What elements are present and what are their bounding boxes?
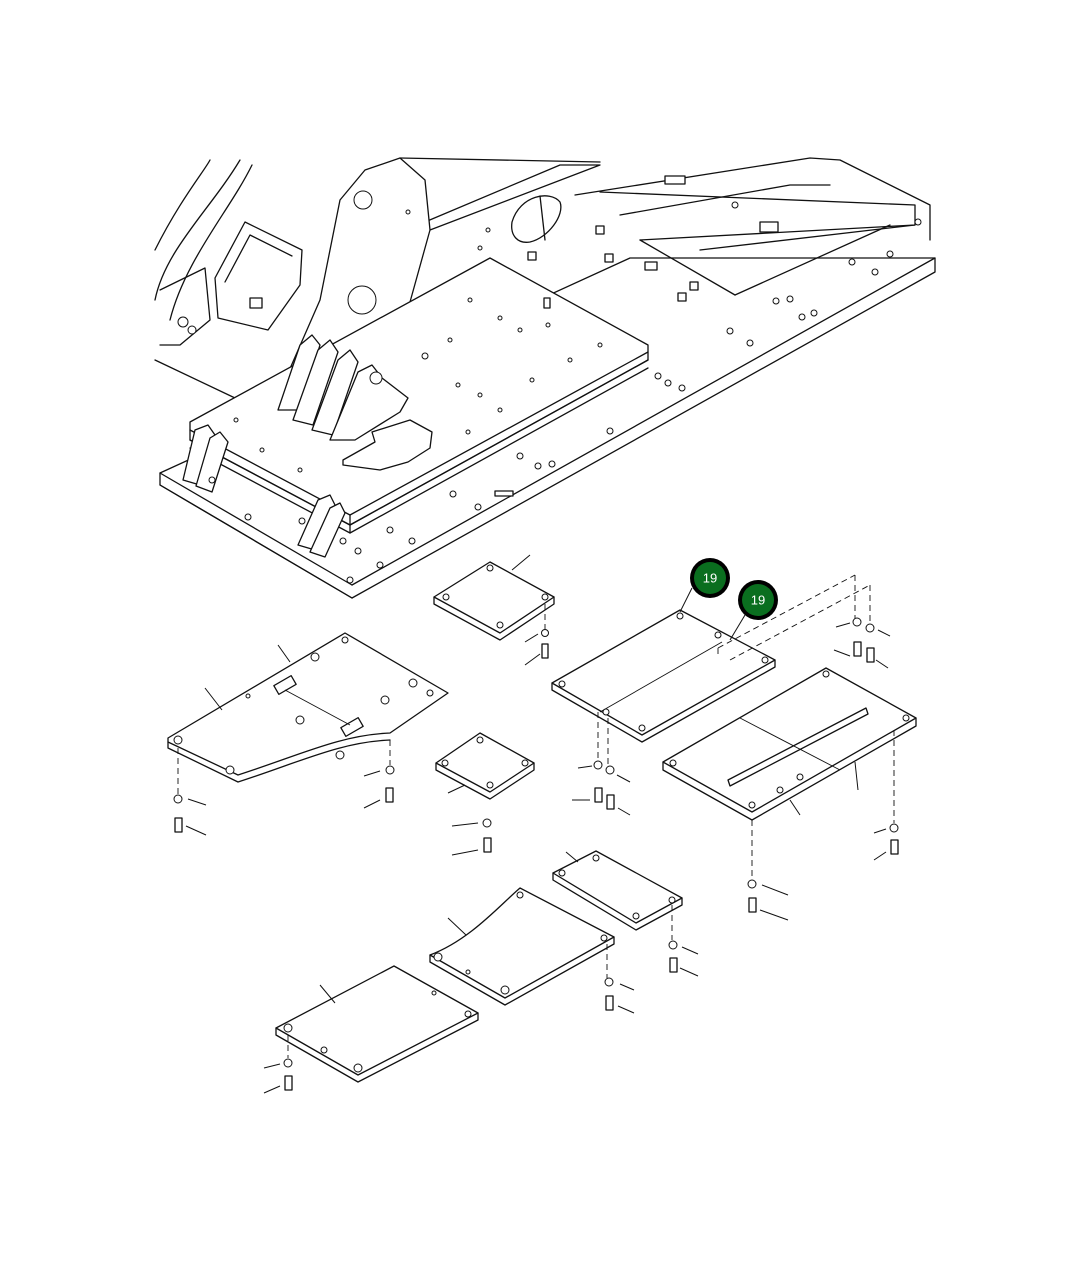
callout-19-fill bbox=[694, 562, 726, 594]
curved-cover-plate-lower bbox=[429, 887, 635, 1014]
large-curved-cover-plate bbox=[167, 632, 449, 836]
large-rect-cover-plate-bottom bbox=[263, 965, 479, 1094]
small-rect-cover-plate bbox=[552, 850, 699, 977]
small-cover-plate-top bbox=[433, 554, 555, 666]
callout-19-label: 19 bbox=[751, 593, 765, 608]
callout-19-label: 19 bbox=[703, 571, 717, 586]
main-frame bbox=[154, 157, 936, 599]
callout-19-primary[interactable]: 19 bbox=[690, 558, 730, 598]
small-cover-plate-middle bbox=[435, 732, 535, 856]
callout-19-secondary[interactable]: 19 bbox=[738, 580, 778, 620]
rail-bolt-holes bbox=[208, 218, 922, 584]
callout-19-fill bbox=[742, 584, 774, 616]
long-slotted-cover-plate bbox=[662, 667, 917, 921]
plate-holes bbox=[233, 201, 739, 473]
cover-plate-item-19 bbox=[551, 574, 891, 816]
